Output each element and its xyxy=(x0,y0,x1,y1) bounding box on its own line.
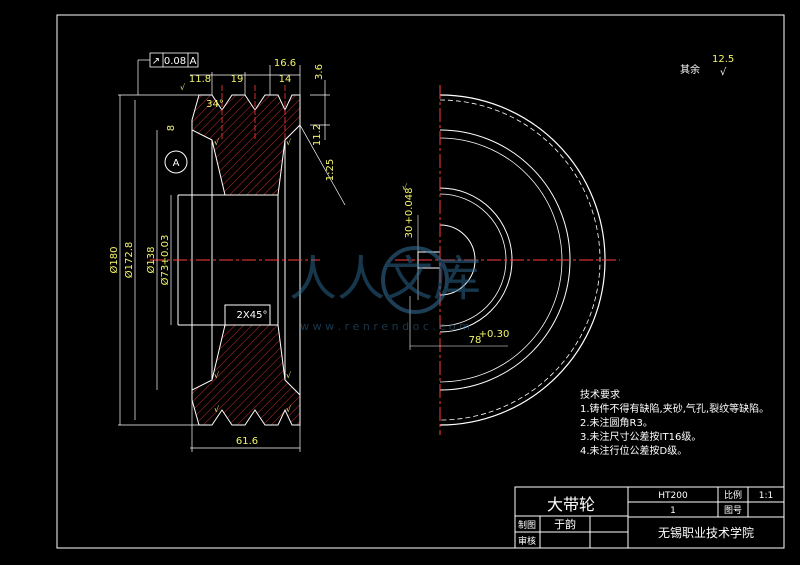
drafter-label: 制图 xyxy=(518,519,536,531)
roughness-mark-icon: √ xyxy=(214,138,220,147)
roughness-value: 12.5 xyxy=(712,54,734,65)
outer-arc-dashed xyxy=(439,99,601,421)
gdt-datum: A xyxy=(190,56,197,67)
note-item: 1.铸件不得有缺陷,夹砂,气孔,裂纹等缺陷。 xyxy=(580,402,769,415)
end-view: 30 +0.048 78 +0.30 √ xyxy=(395,85,620,435)
dim-chamfer: 2X45° xyxy=(237,310,268,321)
dim-dia-138: Ø138 xyxy=(145,247,157,274)
dim-dia-73-tol: +0.03 xyxy=(160,235,171,266)
scale-value: 1:1 xyxy=(759,491,773,501)
dim-keyway-30: 30 xyxy=(404,226,415,239)
dim-keyway-78-tol: +0.30 xyxy=(479,329,510,340)
drawing-no-label: 图号 xyxy=(724,505,742,516)
dim-11-8: 11.8 xyxy=(189,74,211,85)
keyway-slot xyxy=(224,304,271,326)
quantity: 1 xyxy=(670,506,676,516)
note-item: 3.未注尺寸公差按IT16级。 xyxy=(580,430,701,443)
material: HT200 xyxy=(658,491,688,501)
dim-11-2: 11.2 xyxy=(312,124,323,146)
gdt-arrow-icon: ↗ xyxy=(152,56,160,67)
roughness-symbol-icon: √ xyxy=(720,67,727,78)
section-view: A ↗ 0.08 A 11.8 19 16.6 14 3.6 11.2 1:25… xyxy=(108,52,346,452)
school-name: 无锡职业技术学院 xyxy=(658,525,754,540)
roughness-mark-icon: √ xyxy=(402,183,408,192)
dim-dia-172-8: Ø172.8 xyxy=(123,242,135,279)
gdt-frame xyxy=(149,52,199,68)
notes-heading: 技术要求 xyxy=(580,388,620,401)
checker-label: 审核 xyxy=(518,535,536,547)
watermark-text: 人人文库 xyxy=(289,251,481,307)
dim-dia-73: Ø73 xyxy=(159,265,171,286)
roughness-label: 其余 xyxy=(680,63,700,76)
roughness-mark-icon: √ xyxy=(180,83,186,92)
section-hatch-upper xyxy=(191,94,301,196)
drawing-frame xyxy=(56,14,785,549)
dim-14: 14 xyxy=(279,74,292,85)
dim-taper: 1:25 xyxy=(325,159,336,181)
dim-width-61-6: 61.6 xyxy=(236,436,258,447)
note-item: 4.未注行位公差按D级。 xyxy=(580,444,687,457)
dim-3-6: 3.6 xyxy=(314,64,325,80)
dim-keyway-30-tol: +0.048 xyxy=(404,187,415,224)
roughness-mark-icon: √ xyxy=(286,405,292,414)
dim-16-6: 16.6 xyxy=(274,58,296,69)
watermark-logo-icon xyxy=(381,246,449,314)
technical-notes: 技术要求 1.铸件不得有缺陷,夹砂,气孔,裂纹等缺陷。 2.未注圆角R3。 3.… xyxy=(580,388,769,457)
dim-dia-180: Ø180 xyxy=(108,247,120,274)
dim-groove-angle: 34° xyxy=(206,99,224,110)
drafter-name: 于韵 xyxy=(554,517,576,531)
note-item: 2.未注圆角R3。 xyxy=(580,416,653,429)
roughness-mark-icon: √ xyxy=(286,371,292,380)
scale-label: 比例 xyxy=(724,489,742,501)
watermark-url: w w w . r e n r e n d o c . c o m xyxy=(300,320,470,333)
section-hatch-lower xyxy=(191,324,301,426)
watermark: 人人文库 w w w . r e n r e n d o c . c o m xyxy=(289,246,481,333)
title-block xyxy=(514,486,785,549)
roughness-mark-icon: √ xyxy=(286,138,292,147)
roughness-mark-icon: √ xyxy=(214,371,220,380)
datum-label: A xyxy=(173,158,180,169)
dim-19: 19 xyxy=(231,74,244,85)
roughness-mark-icon: √ xyxy=(214,405,220,414)
part-name: 大带轮 xyxy=(547,495,595,514)
gdt-value: 0.08 xyxy=(164,56,186,67)
datum-bubble xyxy=(164,150,188,174)
dim-keyway-78: 78 xyxy=(469,335,482,346)
dim-8: 8 xyxy=(166,125,177,131)
